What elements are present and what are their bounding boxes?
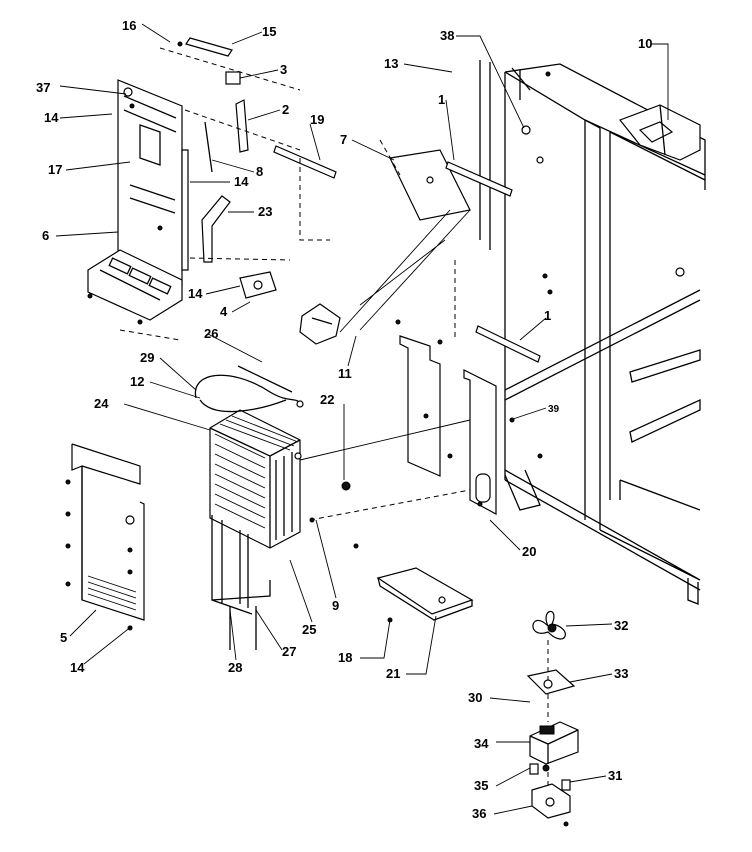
label-17: 17 — [48, 162, 62, 177]
label-23: 23 — [258, 204, 272, 219]
evaporator — [194, 365, 304, 650]
cabinet — [479, 60, 706, 605]
label-16: 16 — [122, 18, 136, 33]
label-27: 27 — [282, 644, 296, 659]
label-31: 31 — [608, 768, 622, 783]
label-13: 13 — [384, 56, 398, 71]
label-32: 32 — [614, 618, 628, 633]
fan-motor-assembly — [526, 610, 579, 827]
label-14-top: 14 — [44, 110, 59, 125]
label-3: 3 — [280, 62, 287, 77]
label-36: 36 — [472, 806, 486, 821]
label-22: 22 — [320, 392, 334, 407]
label-37: 37 — [36, 80, 50, 95]
label-8: 8 — [256, 164, 263, 179]
label-28: 28 — [228, 660, 242, 675]
label-14-mid: 14 — [234, 174, 249, 189]
side-panel — [299, 335, 497, 549]
label-21: 21 — [386, 666, 400, 681]
label-10: 10 — [638, 36, 652, 51]
label-6: 6 — [42, 228, 49, 243]
air-duct-panel — [87, 37, 337, 341]
label-35: 35 — [474, 778, 488, 793]
label-15: 15 — [262, 24, 276, 39]
label-9: 9 — [332, 598, 339, 613]
label-26: 26 — [204, 326, 218, 341]
label-24: 24 — [94, 396, 109, 411]
evaporator-cover — [65, 443, 145, 631]
label-34: 34 — [474, 736, 489, 751]
label-11: 11 — [338, 366, 352, 381]
label-2: 2 — [282, 102, 289, 117]
leader-lines — [55, 23, 669, 815]
label-19: 19 — [310, 112, 324, 127]
label-38: 38 — [440, 28, 454, 43]
label-33: 33 — [614, 666, 628, 681]
label-1-top: 1 — [438, 92, 445, 107]
label-39: 39 — [548, 404, 560, 415]
callout-labels: 16 15 3 37 14 2 19 17 8 14 23 6 14 4 26 … — [36, 18, 652, 821]
label-18: 18 — [338, 650, 352, 665]
drain-pan — [376, 567, 474, 623]
label-5: 5 — [60, 630, 67, 645]
label-30: 30 — [468, 690, 482, 705]
label-14-low: 14 — [188, 286, 203, 301]
label-1-mid: 1 — [544, 308, 551, 323]
label-7: 7 — [340, 132, 347, 147]
label-29: 29 — [140, 350, 154, 365]
label-25: 25 — [302, 622, 316, 637]
label-20: 20 — [522, 544, 536, 559]
damper-assembly — [299, 139, 541, 363]
label-12: 12 — [130, 374, 144, 389]
label-4: 4 — [220, 304, 228, 319]
label-14-bottom: 14 — [70, 660, 85, 675]
